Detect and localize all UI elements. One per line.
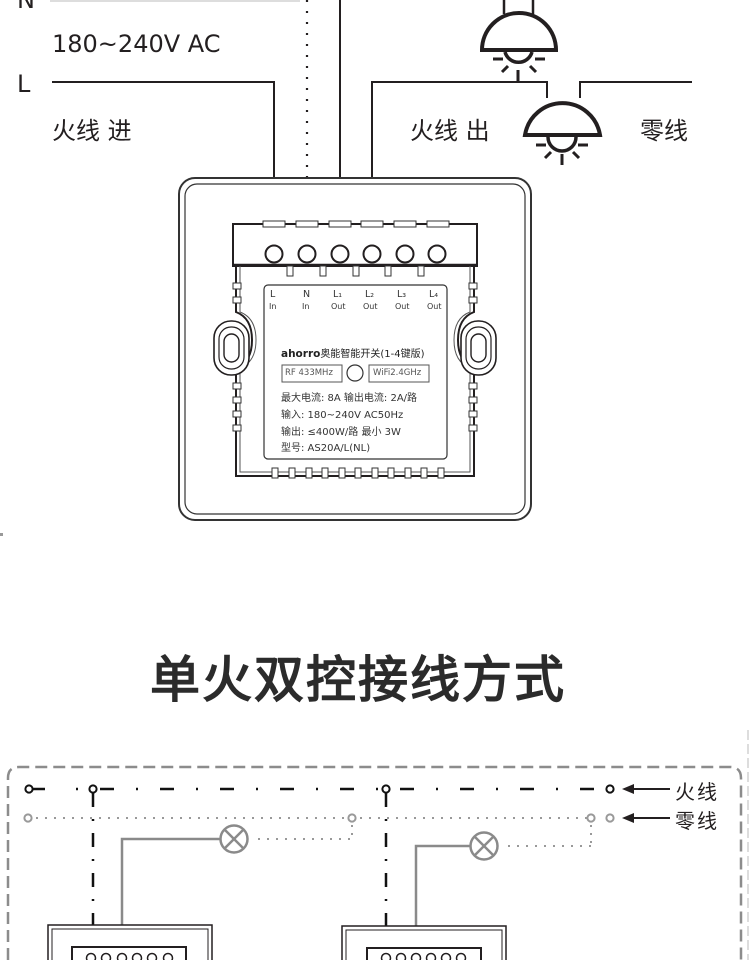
terminal-screw-l2 <box>362 244 382 264</box>
rf-badge: RF 433MHz <box>285 368 333 378</box>
stray-mark <box>0 533 3 536</box>
neutral-line <box>23 813 670 847</box>
live-out-label: 火线 出 <box>410 117 490 145</box>
live-in-wire <box>52 81 275 222</box>
terminal-sub-l: In <box>269 302 277 311</box>
lamp-icon-upper <box>479 11 559 74</box>
neutral-wire-label: 零线 <box>640 117 688 145</box>
product-name: 奥能智能开关(1-4键版) <box>320 349 425 360</box>
terminal-label-n: N <box>303 289 311 300</box>
terminal-sub-l1: Out <box>331 302 346 311</box>
mounting-hole-left <box>213 320 250 376</box>
mounting-hole-right <box>460 320 497 376</box>
legend-live: 火线 <box>675 780 719 804</box>
wifi-badge: WiFi2.4GHz <box>373 368 422 378</box>
voltage-label: 180~240V AC <box>52 30 221 58</box>
terminal-screw-n-in <box>297 244 317 264</box>
terminal-screw-l-in <box>264 244 284 264</box>
terminal-label-l4: L₄ <box>429 289 439 300</box>
switch-right-partial <box>341 925 507 960</box>
spec-current: 最大电流: 8A 输出电流: 2A/路 <box>281 393 418 404</box>
dashed-enclosure <box>6 765 743 960</box>
terminal-sub-n: In <box>302 302 310 311</box>
lamp-symbol-left <box>219 824 249 854</box>
terminal-label-l1: L₁ <box>333 289 343 300</box>
terminal-screw-l3 <box>395 244 415 264</box>
legend-neutral: 零线 <box>675 809 719 833</box>
brand-logo: ahorro <box>281 348 321 360</box>
section-title: 单火双控接线方式 <box>150 651 566 709</box>
terminal-sub-l4: Out <box>427 302 442 311</box>
control-wire-right <box>414 844 470 960</box>
terminal-label-l: L <box>270 289 276 300</box>
spec-input: 输入: 180~240V AC50Hz <box>281 410 404 421</box>
lamp-icon-lower <box>522 101 603 165</box>
terminal-label-l3: L₃ <box>397 289 407 300</box>
live-line <box>24 784 670 794</box>
smart-switch-rear <box>178 177 532 521</box>
neutral-out-wire <box>579 81 692 98</box>
spec-output: 输出: ≤400W/路 最小 3W <box>281 427 401 438</box>
product-line: ahorro奥能智能开关(1-4键版) <box>281 345 425 360</box>
switch-left-partial <box>47 924 213 960</box>
terminal-screw-l4 <box>427 244 447 264</box>
terminal-label-l2: L₂ <box>365 289 375 300</box>
terminal-screw-l1 <box>330 244 350 264</box>
lamp-symbol-right <box>469 831 499 861</box>
spec-model: 型号: AS20A/L(NL) <box>281 443 371 454</box>
live-in-label: 火线 进 <box>52 117 132 145</box>
control-wire-left <box>120 837 220 960</box>
terminal-sub-l3: Out <box>395 302 410 311</box>
terminal-sub-l2: Out <box>363 302 378 311</box>
live-label: L <box>17 70 31 98</box>
neutral-label: N <box>17 0 35 14</box>
